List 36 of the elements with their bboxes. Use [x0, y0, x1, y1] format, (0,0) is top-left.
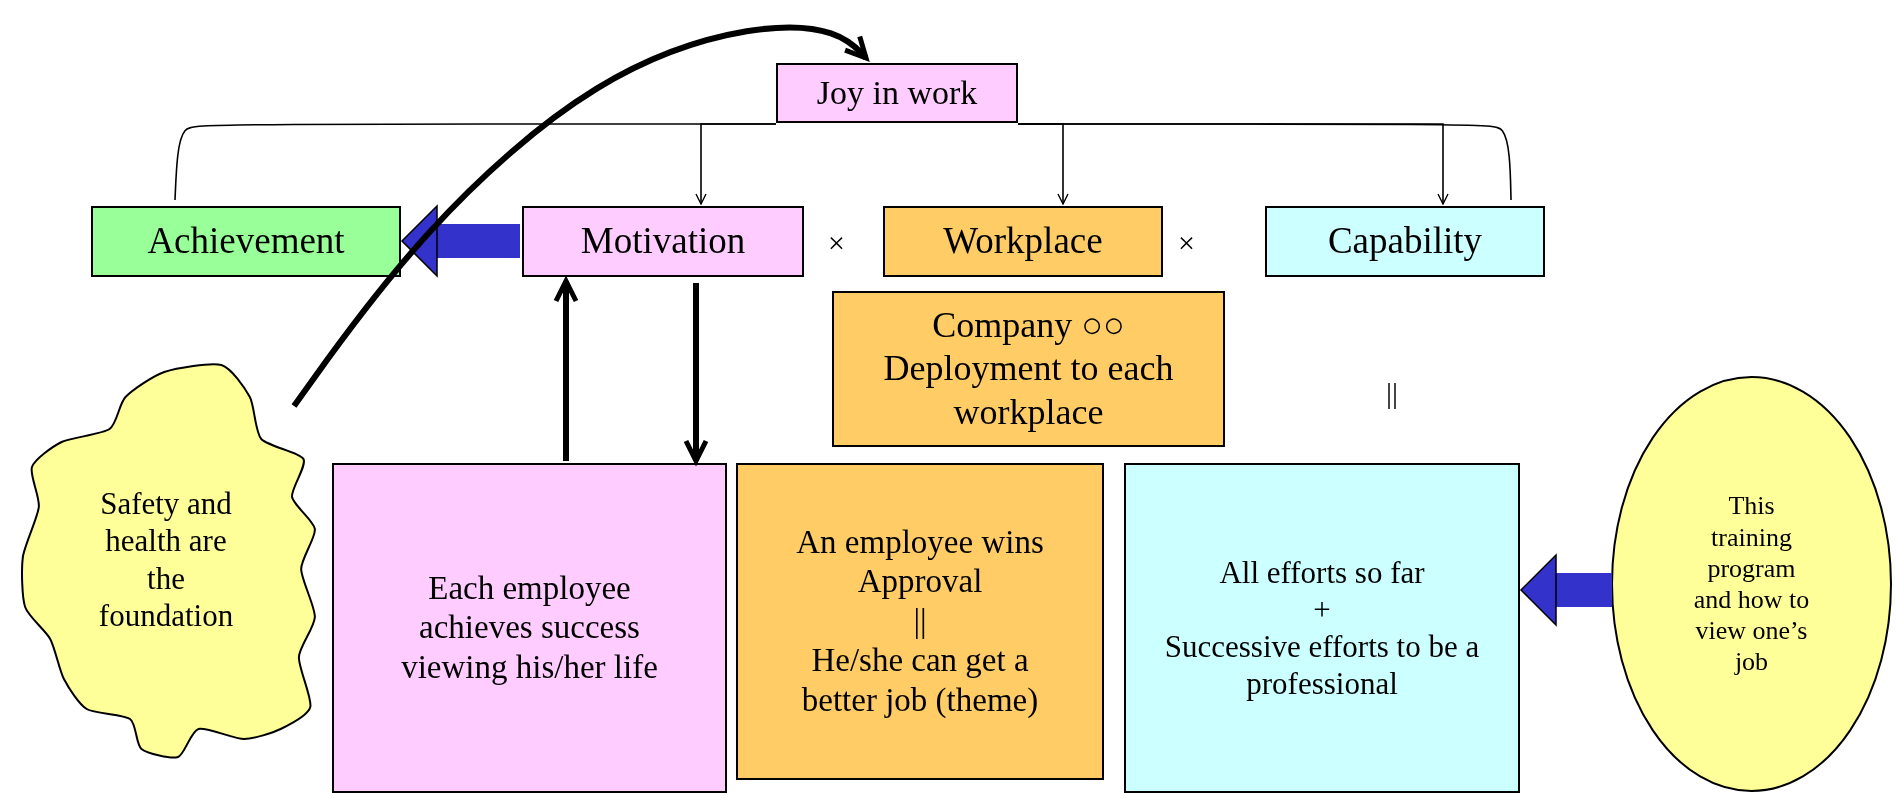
node-text: Workplace — [943, 219, 1103, 264]
node-text: Successive efforts to be a professional — [1163, 628, 1481, 703]
node-text: Each employee achieves success viewing his/her life — [400, 568, 659, 687]
process-box — [332, 463, 727, 793]
process-box — [883, 206, 1163, 277]
node-text: Company ○○ — [932, 304, 1125, 348]
process-box — [832, 291, 1225, 447]
equals-sign: || — [1386, 378, 1398, 408]
node-text: This training program and how to view one’s job — [1692, 490, 1811, 678]
arrow — [553, 278, 579, 461]
node-text: Motivation — [580, 219, 746, 264]
multiply-sign: × — [828, 228, 845, 258]
node-text: He/she can get a better job (theme) — [800, 641, 1040, 720]
process-box — [1124, 463, 1520, 793]
arrow — [291, 24, 869, 408]
node-text: Achievement — [147, 219, 345, 264]
node-text: Deployment to each workplace — [882, 347, 1175, 434]
block-arrow — [401, 205, 520, 277]
node-text: || — [913, 601, 927, 641]
bracket-line — [1017, 123, 1512, 201]
process-box — [1265, 206, 1545, 277]
block-arrow — [1520, 554, 1612, 626]
node-text: Safety and health are the foundation — [97, 485, 235, 634]
node-text: Capability — [1327, 219, 1483, 264]
multiply-sign: × — [1178, 228, 1195, 258]
node-text: An employee wins Approval — [795, 522, 1045, 602]
node-text: + — [1313, 590, 1331, 628]
arrow — [683, 283, 709, 464]
process-box — [522, 206, 804, 277]
node-text: Joy in work — [816, 72, 978, 113]
ellipse-shape — [1610, 375, 1893, 793]
process-box — [776, 63, 1018, 123]
arrow — [695, 123, 777, 205]
process-box — [736, 463, 1104, 780]
process-box — [91, 206, 401, 277]
node-text: All efforts so far — [1219, 553, 1425, 591]
